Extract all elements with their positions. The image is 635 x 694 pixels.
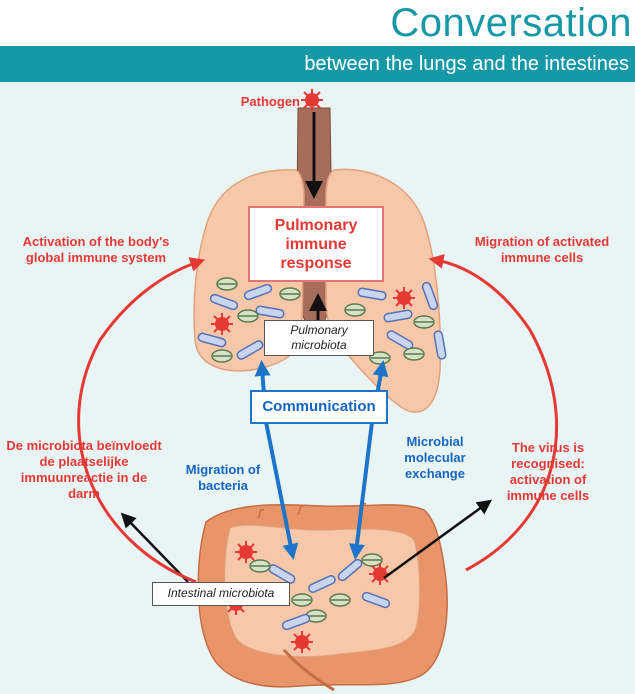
diagram-area: Pathogen Pulmonary immune response Pulmo… xyxy=(0,82,635,694)
microbial-exchange-label: Microbial molecular exchange xyxy=(404,434,466,481)
right-red-arrow xyxy=(428,254,559,572)
pulmonary-response-label: Pulmonary immune response xyxy=(274,216,358,272)
intestinal-local-arrow xyxy=(120,512,189,583)
pulmonary-response-box: Pulmonary immune response xyxy=(248,206,384,282)
pathogen-label: Pathogen xyxy=(240,94,300,109)
communication-box: Communication xyxy=(250,390,388,424)
pathogen-virus-icon xyxy=(300,88,324,112)
microbiota-local-label: De microbiota beïnvloedt de plaatselijke… xyxy=(6,438,162,501)
activation-global-label: Activation of the body's global immune s… xyxy=(22,234,170,265)
virus-recognised-arrow xyxy=(383,499,493,580)
migration-bacteria-label: Migration of bacteria xyxy=(185,462,261,493)
page-subtitle: between the lungs and the intestines xyxy=(304,53,629,75)
pulmonary-microbiota-label: Pulmonary microbiota xyxy=(264,320,374,356)
subtitle-bar: between the lungs and the intestines xyxy=(0,46,635,82)
virus-recognised-label: The virus is recognised: activation of i… xyxy=(506,440,590,503)
page-title: Conversation xyxy=(390,1,632,45)
intestinal-microbiota-label: Intestinal microbiota xyxy=(152,582,290,606)
left-red-arrow xyxy=(77,257,206,584)
diagram-svg xyxy=(77,88,559,692)
migration-activated-label: Migration of activated immune cells xyxy=(474,234,610,265)
